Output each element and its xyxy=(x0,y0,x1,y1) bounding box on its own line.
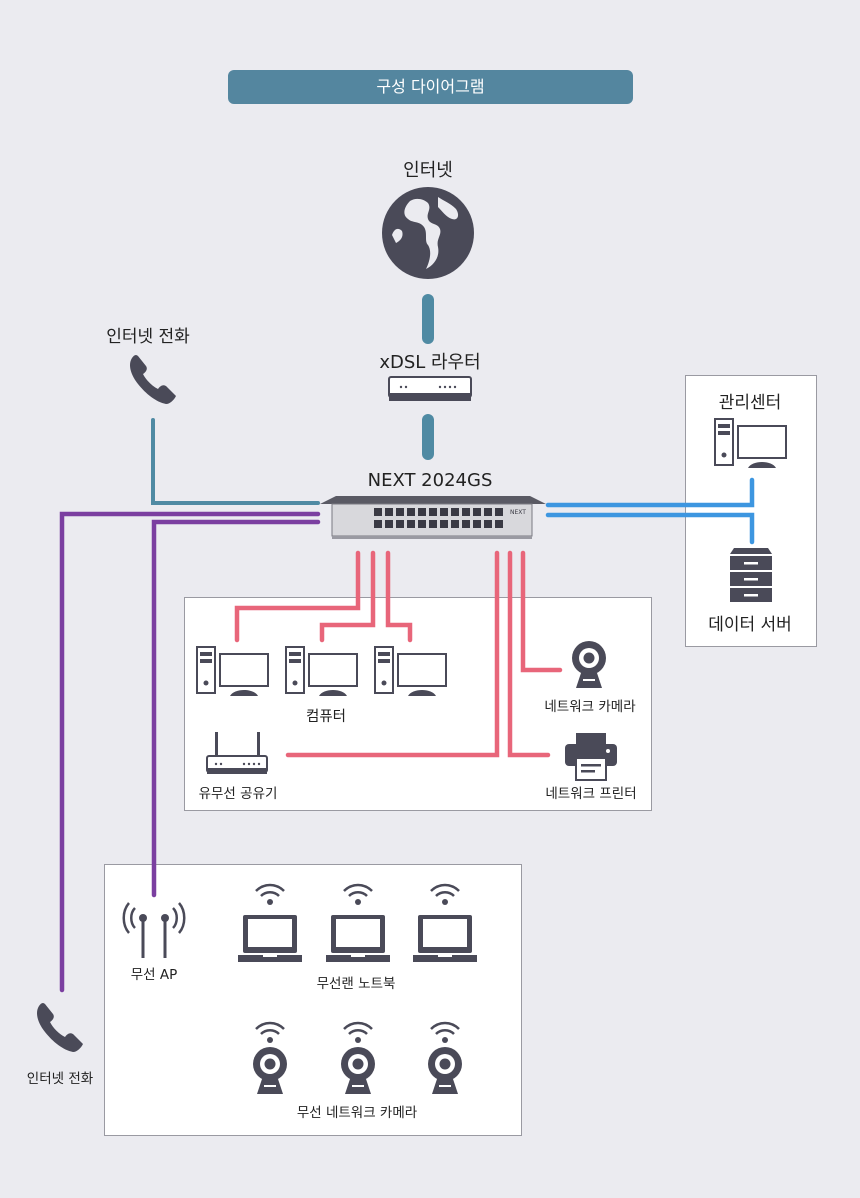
camera-icon xyxy=(253,1047,287,1094)
switch-port xyxy=(407,508,415,516)
laptop-icon xyxy=(413,915,477,962)
router-label: xDSL 라우터 xyxy=(379,352,481,373)
wifi-icon xyxy=(343,883,373,905)
switch-port xyxy=(418,520,426,528)
printer-line xyxy=(507,550,551,758)
server-icon xyxy=(730,548,772,602)
router-icon xyxy=(388,376,472,401)
switch-port xyxy=(473,508,481,516)
phone-bottom-label: 인터넷 전화 xyxy=(26,1071,94,1087)
phone-bottom-line xyxy=(59,511,321,993)
printer-icon xyxy=(565,733,617,781)
wireless-ap-label: 무선 AP xyxy=(130,967,178,983)
wifi-icon xyxy=(430,1021,460,1043)
internet-label: 인터넷 xyxy=(403,160,453,181)
switch-port xyxy=(440,508,448,516)
switch-port xyxy=(451,508,459,516)
switch-port xyxy=(374,508,382,516)
switch-icon: NEXT xyxy=(320,496,546,539)
router-icon xyxy=(206,732,268,774)
phone-icon xyxy=(130,354,176,404)
switch-port xyxy=(418,508,426,516)
switch-port xyxy=(429,508,437,516)
camera-icon xyxy=(572,641,606,688)
switch-port xyxy=(495,520,503,528)
switch-port xyxy=(396,520,404,528)
switch-port xyxy=(495,508,503,516)
server-line xyxy=(545,512,755,545)
phone-icon xyxy=(37,1002,83,1052)
pc-icon xyxy=(714,418,787,468)
network-camera-label: 네트워크 카메라 xyxy=(544,699,636,715)
switch-port xyxy=(462,520,470,528)
switch-brand: NEXT xyxy=(510,509,526,516)
pc3-line xyxy=(385,550,413,643)
switch-port xyxy=(374,520,382,528)
globe-icon xyxy=(382,187,474,279)
switch-label: NEXT 2024GS xyxy=(367,470,493,491)
switch-port xyxy=(484,508,492,516)
laptop-icon xyxy=(238,915,302,962)
switch-port xyxy=(385,508,393,516)
camera-icon xyxy=(341,1047,375,1094)
wifi-icon xyxy=(343,1021,373,1043)
wireless-laptop-label: 무선랜 노트북 xyxy=(316,976,396,992)
pc1-line xyxy=(234,550,361,643)
wireless-camera-label: 무선 네트워크 카메라 xyxy=(296,1105,418,1121)
phone-top-label: 인터넷 전화 xyxy=(106,327,190,347)
switch-port xyxy=(484,520,492,528)
wifi-icon xyxy=(255,1021,285,1043)
camera-icon xyxy=(428,1047,462,1094)
laptop-icon xyxy=(326,915,390,962)
pc2-line xyxy=(319,550,376,643)
switch-port xyxy=(429,520,437,528)
diagram-title: 구성 다이어그램 xyxy=(228,70,633,104)
wifi-icon xyxy=(255,883,285,905)
switch-port xyxy=(462,508,470,516)
mgmt-line xyxy=(545,477,755,508)
access-point-icon xyxy=(122,902,186,958)
lan-devices-box xyxy=(184,597,652,811)
switch-port xyxy=(451,520,459,528)
switch-port xyxy=(440,520,448,528)
pc-icon xyxy=(196,646,269,696)
pc-icon xyxy=(374,646,447,696)
computer-label: 컴퓨터 xyxy=(305,709,347,725)
switch-port xyxy=(396,508,404,516)
camera-line xyxy=(520,550,563,673)
wired-router-line xyxy=(285,550,500,758)
wifi-icon xyxy=(430,883,460,905)
ap-line xyxy=(151,519,321,898)
pc-icon xyxy=(285,646,358,696)
switch-port xyxy=(473,520,481,528)
mgmt-center-label: 관리센터 xyxy=(718,393,782,413)
switch-port xyxy=(385,520,393,528)
switch-port xyxy=(407,520,415,528)
phone-line xyxy=(151,418,320,505)
data-server-label: 데이터 서버 xyxy=(708,615,792,635)
network-printer-label: 네트워크 프린터 xyxy=(545,786,637,802)
wired-router-label: 유무선 공유기 xyxy=(198,786,278,802)
